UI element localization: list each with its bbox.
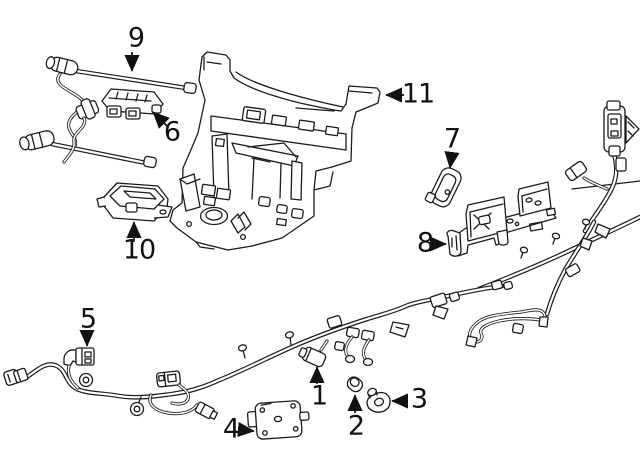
- grommet-clip: [78, 372, 94, 388]
- callout-label-8: 8: [416, 227, 434, 259]
- harness-loop: [465, 308, 549, 348]
- callout-label-1: 1: [310, 380, 328, 412]
- right-branch-connector: [603, 100, 640, 157]
- harness-right-branch: [476, 100, 640, 317]
- callout-label-7: 7: [443, 123, 461, 155]
- callout-label-10: 10: [122, 234, 156, 266]
- pigtail-connector: [194, 401, 219, 420]
- callout-label-11: 11: [401, 78, 435, 110]
- connector-5: [63, 347, 95, 367]
- callout-label-4: 4: [222, 413, 240, 445]
- module-4: [246, 400, 310, 440]
- branch-connector: [564, 160, 588, 182]
- callout-label-5: 5: [79, 303, 97, 335]
- cap-2: [346, 376, 364, 393]
- harness-end-connector: [3, 367, 29, 386]
- main-harness: [3, 279, 514, 420]
- bracket-8: [446, 181, 557, 257]
- callout-label-6: 6: [163, 116, 181, 148]
- cable-clamp: [75, 98, 100, 120]
- harness-hanger-bracket: [334, 326, 375, 367]
- mid-connector: [155, 370, 182, 388]
- callout-label-3: 3: [410, 383, 428, 415]
- retainer-3: [366, 387, 391, 413]
- sensor-cable-upper-9: [45, 56, 197, 148]
- sensor-cable-lower-9: [19, 116, 157, 169]
- callout-arrows: [79, 52, 460, 438]
- module-10: [96, 182, 173, 222]
- park-sensor-1: [298, 346, 327, 368]
- callout-label-2: 2: [347, 410, 365, 442]
- bracket-11: [169, 51, 381, 251]
- tree-clip-icon: [625, 115, 640, 144]
- module-6: [101, 88, 164, 120]
- callout-label-9: 9: [127, 22, 145, 54]
- grommet-clip: [129, 401, 145, 417]
- band-connectors: [241, 106, 340, 137]
- sensor-7: [424, 167, 462, 208]
